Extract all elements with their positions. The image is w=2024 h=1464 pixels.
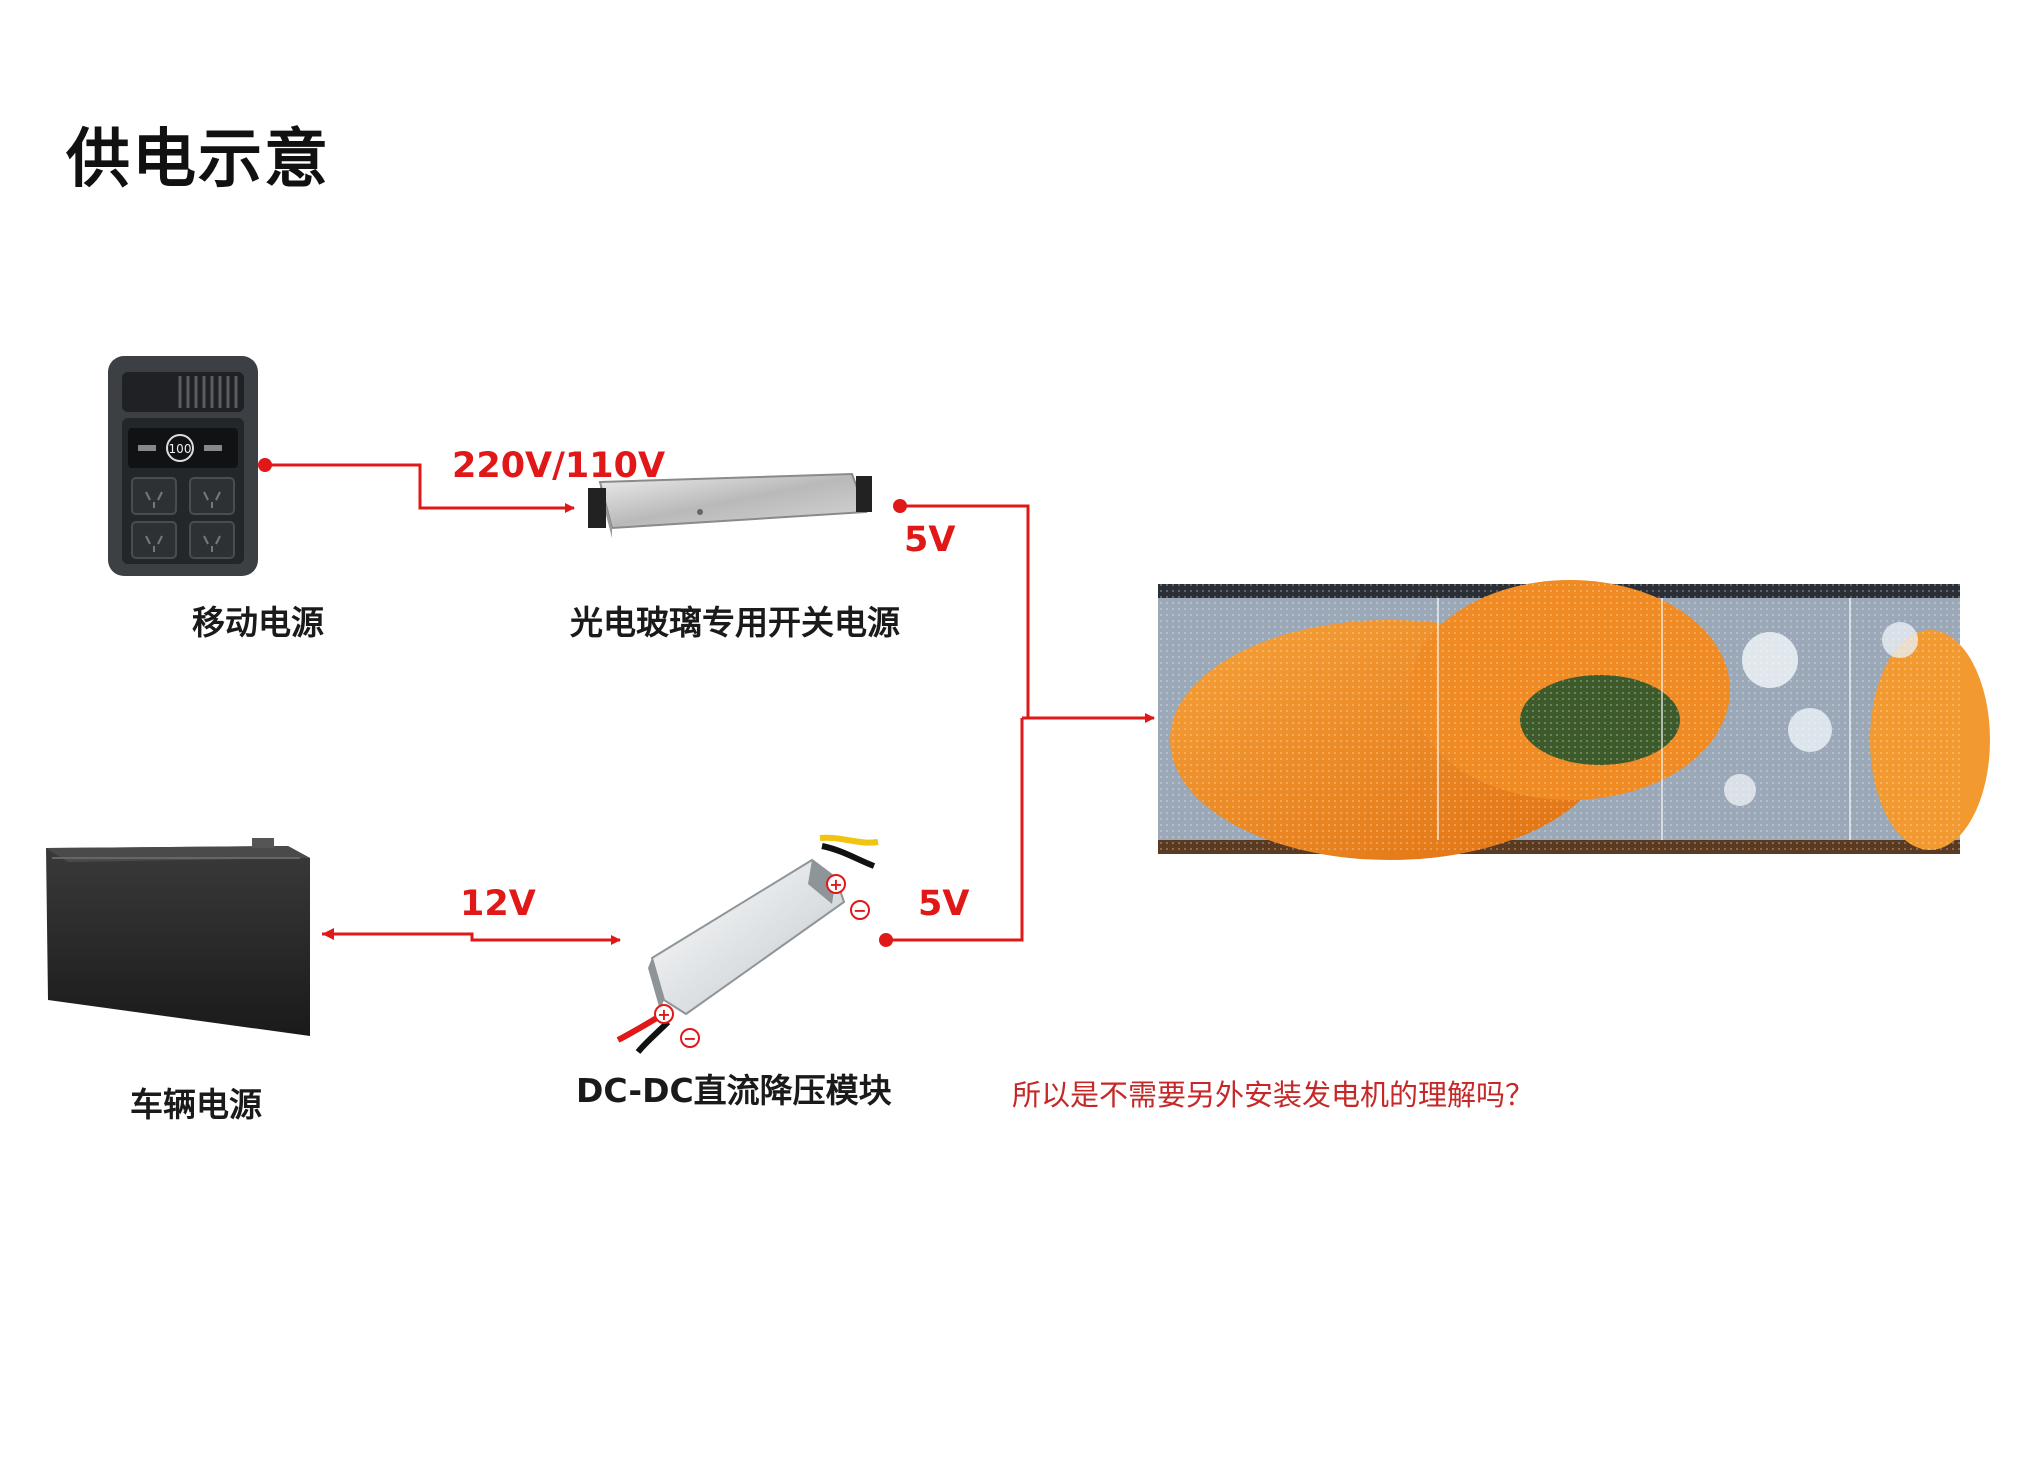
wire-battery-to-dcdc	[322, 928, 621, 945]
minus-mark-top: −	[853, 901, 866, 920]
label-dcdc-module: DC-DC直流降压模块	[576, 1071, 892, 1110]
voltage-label-12v: 12V	[460, 884, 536, 924]
mobile-power-station-icon: 100	[108, 356, 258, 576]
voltage-label-bottom-5v: 5V	[918, 884, 970, 924]
switching-power-supply-icon	[588, 472, 872, 538]
question-comment: 所以是不需要另外安装发电机的理解吗？	[1012, 1078, 1535, 1112]
plus-mark-top: +	[829, 875, 842, 894]
plus-mark-bottom: +	[657, 1005, 670, 1024]
label-mobile-power: 移动电源	[192, 603, 324, 642]
voltage-label-220v-110v: 220V/110V	[452, 446, 666, 486]
label-vehicle-power: 车辆电源	[130, 1085, 262, 1124]
page-title: 供电示意	[66, 123, 330, 197]
label-switching-supply: 光电玻璃专用开关电源	[570, 603, 900, 642]
led-display-icon	[1158, 580, 1990, 860]
wire-mobile-to-switching	[258, 458, 575, 513]
display-number: 100	[169, 442, 192, 456]
wire-dcdc-to-display	[879, 718, 1024, 947]
dcdc-module-icon: + − + −	[616, 834, 879, 1054]
wire-switching-to-display	[893, 499, 1030, 718]
voltage-label-top-5v: 5V	[904, 520, 956, 560]
minus-mark-bottom: −	[683, 1029, 696, 1048]
vehicle-battery-icon	[46, 838, 310, 1036]
